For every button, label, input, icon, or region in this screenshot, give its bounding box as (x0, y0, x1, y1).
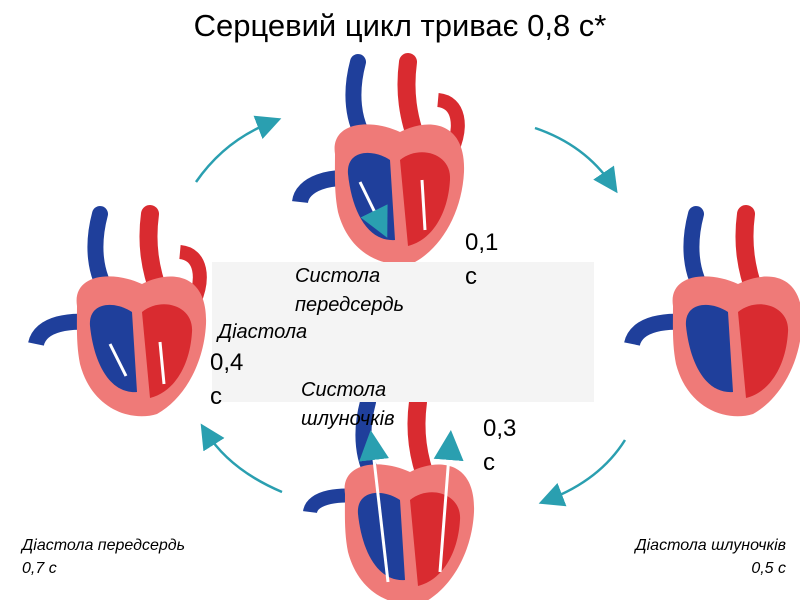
cycle-arrow-top-right (534, 126, 618, 194)
heart-left (28, 205, 207, 417)
ventricular-systole-time: 0,3 с (483, 415, 517, 476)
cycle-arrow-bottom-right (538, 439, 627, 507)
diastole-label: Діастола (218, 321, 308, 343)
heart-right (624, 205, 800, 417)
heart-top (292, 53, 465, 265)
atrial-diastole-label: Діастола передсердь 0,7 с (22, 537, 185, 577)
heart-bottom (303, 393, 475, 605)
center-label-panel (212, 262, 594, 402)
page-title: Серцевий цикл триває 0,8 с* (193, 8, 607, 43)
ventricular-diastole-label: Діастола шлуночків 0,5 с (635, 537, 786, 577)
ventricular-systole-label: Систола шлуночків (301, 379, 395, 430)
cycle-arrow-top-left (194, 115, 282, 183)
atrial-systole-time: 0,1 с (465, 229, 499, 290)
cycle-arrow-bottom-left (200, 423, 283, 494)
atrial-systole-label: Систола передсердь (295, 265, 405, 316)
diastole-time: 0,4 с (210, 349, 244, 410)
